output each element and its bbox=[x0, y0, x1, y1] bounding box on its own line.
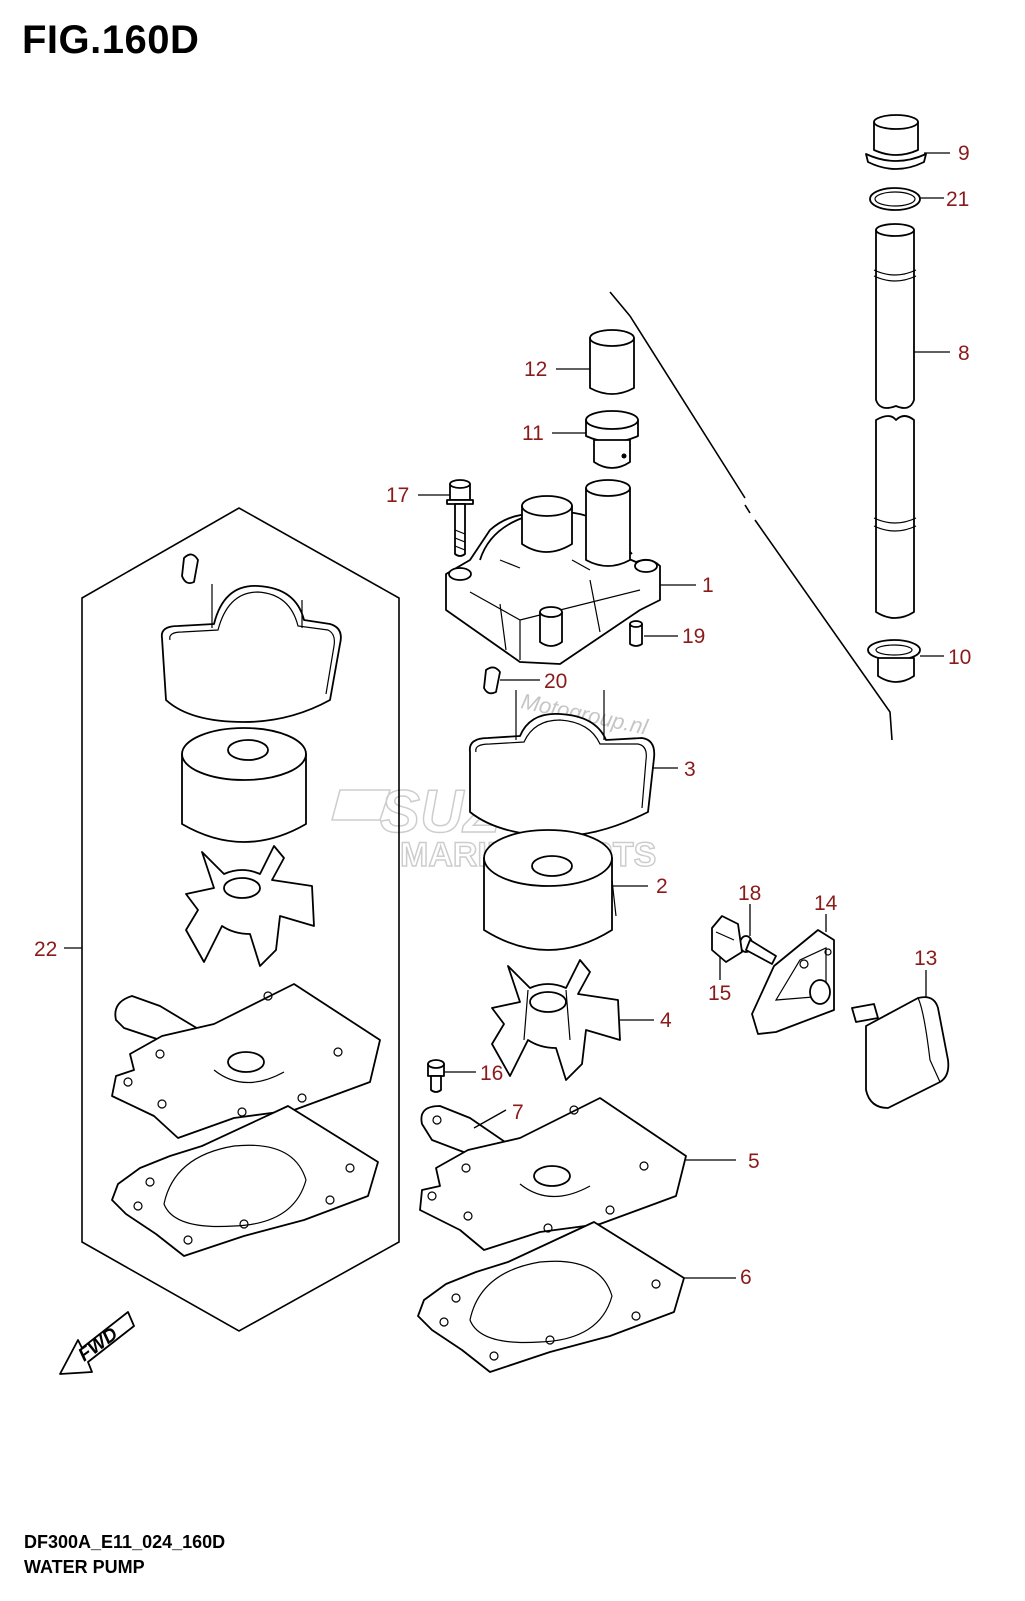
callout-20: 20 bbox=[544, 670, 567, 693]
water-tube-part bbox=[873, 223, 917, 619]
repair-kit-outline bbox=[81, 507, 400, 1332]
callout-13: 13 bbox=[914, 947, 937, 970]
bracket-14-part bbox=[751, 929, 835, 1035]
insert-part bbox=[585, 410, 639, 469]
lower-gasket-part bbox=[417, 1221, 685, 1373]
callout-10: 10 bbox=[948, 646, 971, 669]
pump-liner-part bbox=[483, 829, 617, 951]
pump-case-part bbox=[445, 479, 661, 665]
callout-7: 7 bbox=[512, 1101, 524, 1124]
callout-6: 6 bbox=[740, 1266, 752, 1289]
kit-contents bbox=[111, 553, 381, 1257]
callout-17: 17 bbox=[386, 484, 409, 507]
callout-19: 19 bbox=[682, 625, 705, 648]
o-ring-part bbox=[869, 187, 921, 211]
figure-code: DF300A_E11_024_160D bbox=[24, 1532, 226, 1552]
callout-21: 21 bbox=[946, 188, 969, 211]
callout-12: 12 bbox=[524, 358, 547, 381]
callout-14: 14 bbox=[814, 892, 838, 915]
bushing-part bbox=[589, 329, 635, 395]
divider-line-lower bbox=[744, 504, 893, 741]
figure-name: WATER PUMP bbox=[24, 1557, 145, 1577]
clip-15-part bbox=[711, 915, 743, 963]
divider-line-upper bbox=[609, 291, 746, 499]
callout-11: 11 bbox=[522, 422, 544, 445]
callout-2: 2 bbox=[656, 875, 668, 898]
screw-18-part bbox=[739, 935, 777, 965]
dowel-pin-part bbox=[629, 620, 643, 647]
callout-15: 15 bbox=[708, 982, 731, 1005]
leader-7 bbox=[473, 1109, 507, 1129]
callout-4: 4 bbox=[660, 1009, 672, 1032]
callout-1: 1 bbox=[702, 574, 714, 597]
bolt-16-part bbox=[427, 1059, 445, 1093]
callout-9: 9 bbox=[958, 142, 970, 165]
pump-plate-part bbox=[419, 1097, 687, 1251]
watermark-logo bbox=[331, 789, 392, 821]
callout-3: 3 bbox=[684, 758, 696, 781]
seal-part bbox=[867, 639, 921, 683]
fwd-arrow-icon: FWD bbox=[59, 1311, 135, 1375]
callout-8: 8 bbox=[958, 342, 970, 365]
callout-16: 16 bbox=[480, 1062, 503, 1085]
callout-22: 22 bbox=[34, 938, 57, 961]
callout-18: 18 bbox=[738, 882, 761, 905]
bolt-17-part bbox=[446, 479, 474, 557]
impeller-part bbox=[491, 959, 621, 1081]
key-part bbox=[483, 666, 501, 695]
callout-5: 5 bbox=[748, 1150, 760, 1173]
figure-title: FIG.160D bbox=[22, 18, 200, 62]
cover-13-part bbox=[851, 996, 950, 1109]
grommet-part bbox=[865, 114, 927, 170]
callout-labels: 9 21 8 10 12 11 17 1 19 20 3 2 4 16 7 5 … bbox=[34, 142, 971, 1289]
